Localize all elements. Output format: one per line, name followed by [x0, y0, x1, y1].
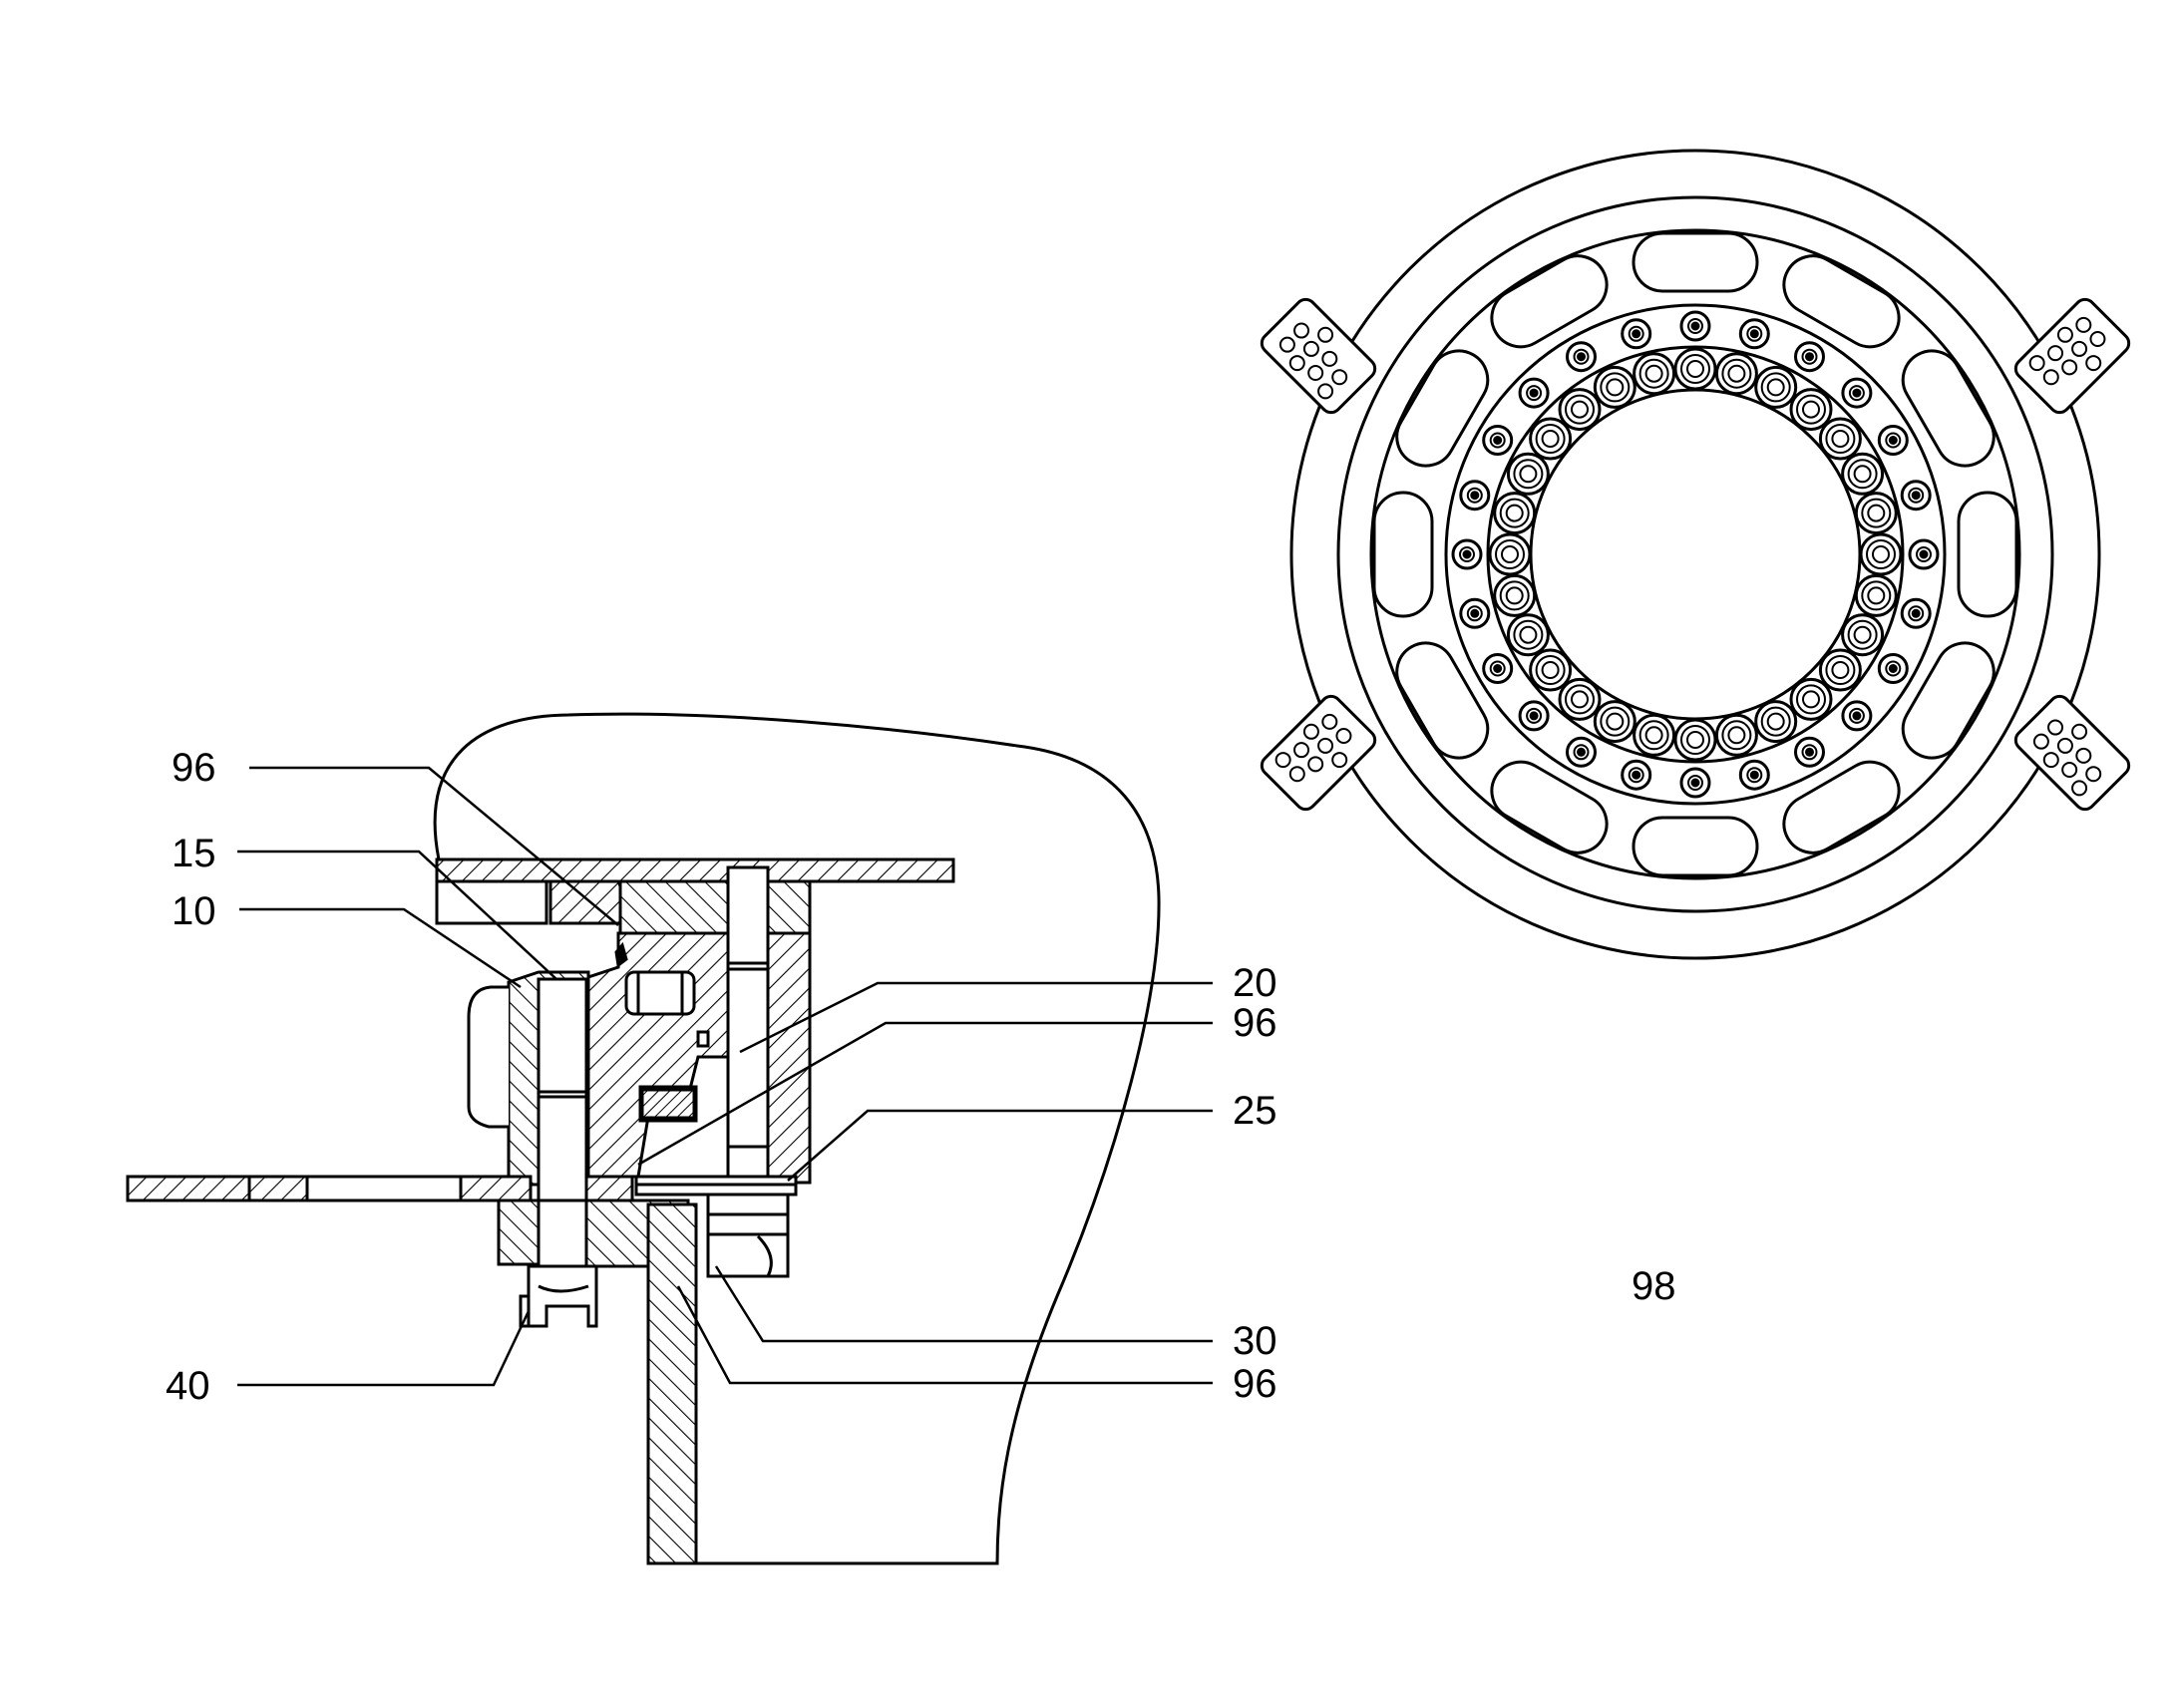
label-96-middle: 96 — [1233, 1001, 1277, 1045]
roller — [1673, 718, 1717, 762]
roller — [1593, 365, 1636, 409]
lug-top-right — [2009, 293, 2135, 419]
section-view — [126, 712, 1213, 1565]
bolt-hole — [1679, 767, 1711, 799]
lug-bottom-right — [2009, 690, 2135, 816]
roller — [1488, 532, 1532, 576]
bolt-hole — [1738, 759, 1770, 791]
bolt-hole — [1841, 377, 1873, 409]
slot — [1901, 349, 1996, 468]
slot — [1372, 491, 1434, 618]
lug-bottom-left — [1256, 690, 1381, 816]
roller — [1841, 452, 1885, 496]
roller — [1789, 388, 1833, 432]
roller — [1633, 352, 1676, 396]
roller — [1841, 613, 1885, 657]
bolt-hole — [1518, 700, 1550, 732]
clamp — [527, 1264, 598, 1328]
roller — [1754, 700, 1798, 744]
lug-top-left — [1256, 293, 1381, 419]
bolt-hole — [1459, 597, 1491, 629]
inner-roller-ring — [1488, 347, 1903, 762]
roller — [1754, 365, 1798, 409]
bolt-hole — [1518, 377, 1550, 409]
roller — [1593, 700, 1636, 744]
slot-ring — [1372, 231, 2018, 877]
top-plate — [435, 857, 955, 883]
slot — [1395, 641, 1490, 760]
support-post — [646, 1202, 698, 1565]
roller — [1493, 573, 1537, 617]
outer-rim-circle — [1289, 149, 2101, 960]
bolt-hole — [1794, 341, 1825, 373]
roller — [1506, 452, 1550, 496]
roller — [1493, 492, 1537, 535]
leader-lines — [237, 766, 1213, 1387]
bolt-hole — [1482, 425, 1514, 456]
plan-view — [1256, 149, 2135, 960]
slot — [1490, 760, 1609, 854]
slot — [1490, 254, 1609, 349]
bolt-hole — [1482, 653, 1514, 684]
bolt-hole — [1900, 480, 1932, 512]
label-25: 25 — [1233, 1089, 1277, 1133]
label-96-bottom: 96 — [1233, 1362, 1277, 1406]
bolt-hole — [1900, 597, 1932, 629]
slot — [1395, 349, 1490, 468]
roller — [1854, 573, 1898, 617]
roller — [1529, 417, 1573, 461]
bolt-hole — [1794, 736, 1825, 768]
roller — [1529, 648, 1573, 692]
roller — [1558, 388, 1602, 432]
slot — [1901, 641, 1996, 760]
label-30: 30 — [1233, 1319, 1277, 1363]
bolt-hole — [1459, 480, 1491, 512]
roller — [1854, 492, 1898, 535]
bolt-hole — [1738, 318, 1770, 350]
lower-block — [497, 1198, 543, 1266]
bolt-hole — [1877, 653, 1909, 684]
label-98: 98 — [1632, 1264, 1676, 1308]
label-10: 10 — [172, 889, 216, 933]
bolt-hole — [1566, 736, 1597, 768]
roller — [1789, 677, 1833, 721]
slot — [1957, 491, 2018, 618]
housing-outline — [433, 712, 1161, 1565]
roller — [1714, 352, 1758, 396]
roller — [1714, 713, 1758, 757]
slot — [1632, 231, 1759, 293]
bolt-hole — [1566, 341, 1597, 373]
roller — [1558, 677, 1602, 721]
label-96-top: 96 — [172, 746, 216, 790]
roller — [1818, 417, 1862, 461]
bolt-hole — [1877, 425, 1909, 456]
bolt-hole — [1451, 538, 1483, 570]
slot — [1632, 816, 1759, 877]
roller — [1633, 713, 1676, 757]
label-40: 40 — [166, 1364, 210, 1408]
outer-ring — [764, 931, 812, 1185]
bolt-hole — [1841, 700, 1873, 732]
bolt-hole — [1621, 318, 1652, 350]
left-bolt-shank — [537, 977, 588, 1240]
bearing-ring-body — [586, 931, 730, 1179]
bolt-hole — [1679, 310, 1711, 342]
roller — [1506, 613, 1550, 657]
upper-roller — [624, 970, 696, 1016]
bolt-hole — [1621, 759, 1652, 791]
roller — [1673, 347, 1717, 391]
label-15: 15 — [172, 832, 216, 875]
slot — [1782, 254, 1901, 349]
roller — [1818, 648, 1862, 692]
bolt-hole — [1908, 538, 1940, 570]
inner-race-circle — [1444, 303, 1947, 806]
label-20: 20 — [1233, 961, 1277, 1005]
right-bolt-shank — [726, 865, 770, 1179]
roller — [1859, 532, 1903, 576]
slot — [1782, 760, 1901, 854]
